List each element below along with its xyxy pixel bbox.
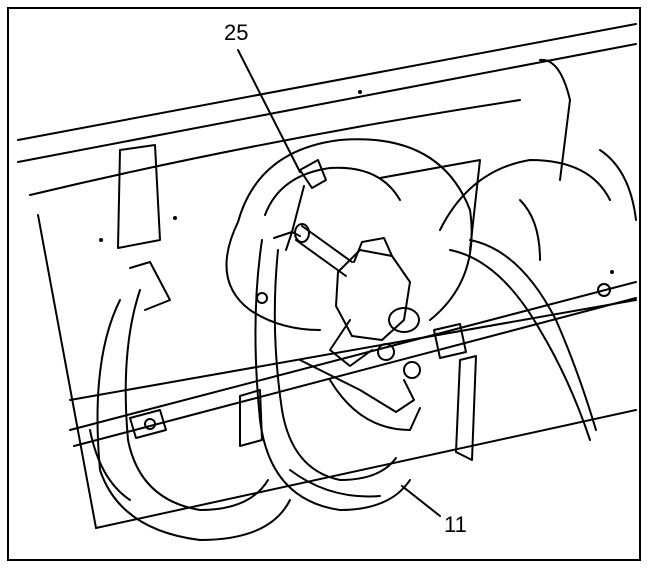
shaft-collar-left	[129, 409, 167, 439]
auger-shaft	[69, 281, 637, 447]
gearbox	[329, 237, 421, 379]
gearbox-lower-flange	[329, 319, 373, 367]
center-flight-blade	[299, 359, 415, 413]
input-shaft-end	[294, 223, 310, 243]
shaft-end	[597, 283, 611, 297]
gearbox-bottom-nut	[403, 361, 421, 379]
housing-hole	[99, 238, 103, 242]
housing-rib	[117, 144, 161, 249]
cover-inner-arc	[264, 166, 401, 216]
right-flight-upper	[439, 159, 611, 231]
clip-head	[299, 159, 327, 189]
clip-tip	[273, 231, 293, 251]
left-auger-flighting	[89, 261, 291, 541]
right-flight-sweep-inner	[469, 239, 597, 431]
center-flight-outer	[254, 239, 411, 511]
shaft-collar-bolt	[144, 418, 156, 430]
shear-pin-clip	[273, 159, 327, 251]
input-shaft-top	[301, 225, 353, 263]
housing-lower-line	[69, 299, 637, 401]
callout-25-leader	[237, 49, 301, 173]
cover-upper-arc	[237, 138, 473, 321]
center-flight-scoop	[329, 379, 421, 431]
callout-11-leader	[401, 485, 441, 517]
callout-25-label: 25	[224, 20, 248, 45]
center-auger-flighting	[254, 239, 421, 511]
input-shaft	[294, 223, 353, 277]
left-flight-inner	[124, 289, 269, 511]
center-flight-lip	[289, 469, 381, 498]
housing-bottom-edge	[95, 409, 637, 529]
auger-shaft-bottom	[73, 297, 637, 447]
gearbox-body	[335, 249, 411, 341]
input-shaft-bottom	[295, 239, 347, 277]
housing-hole	[358, 90, 362, 94]
housing-left-edge	[37, 214, 97, 529]
gearbox-top-boss	[353, 237, 393, 263]
right-flight-top-tip	[539, 58, 571, 181]
housing-hole	[173, 216, 177, 220]
gearbox-cover	[225, 138, 473, 331]
left-flight-outer	[96, 299, 291, 541]
housing-bracket	[379, 159, 481, 251]
right-flight-blade	[455, 355, 477, 461]
left-flight-tip	[129, 261, 171, 311]
housing-inner-edge	[29, 99, 521, 196]
left-flight-blade	[239, 389, 263, 447]
gearbox-shaft-boss	[388, 307, 420, 333]
housing-top-flange	[17, 43, 637, 163]
right-flight-sweep	[449, 249, 591, 441]
auger-shaft-top	[69, 281, 637, 431]
right-flight-far-edge	[599, 149, 637, 221]
gearbox-nut	[377, 343, 395, 361]
auger-housing	[17, 23, 637, 529]
housing-hole	[610, 270, 614, 274]
callout-11-label: 11	[444, 512, 467, 537]
center-flight-inner	[273, 249, 397, 481]
left-flight-edge	[89, 429, 131, 501]
right-auger-flighting	[439, 58, 637, 461]
shaft-collar-right	[433, 323, 467, 359]
housing-top-edge	[17, 23, 637, 141]
right-flight-fold	[519, 199, 541, 261]
cover-lower-arc	[225, 221, 321, 331]
